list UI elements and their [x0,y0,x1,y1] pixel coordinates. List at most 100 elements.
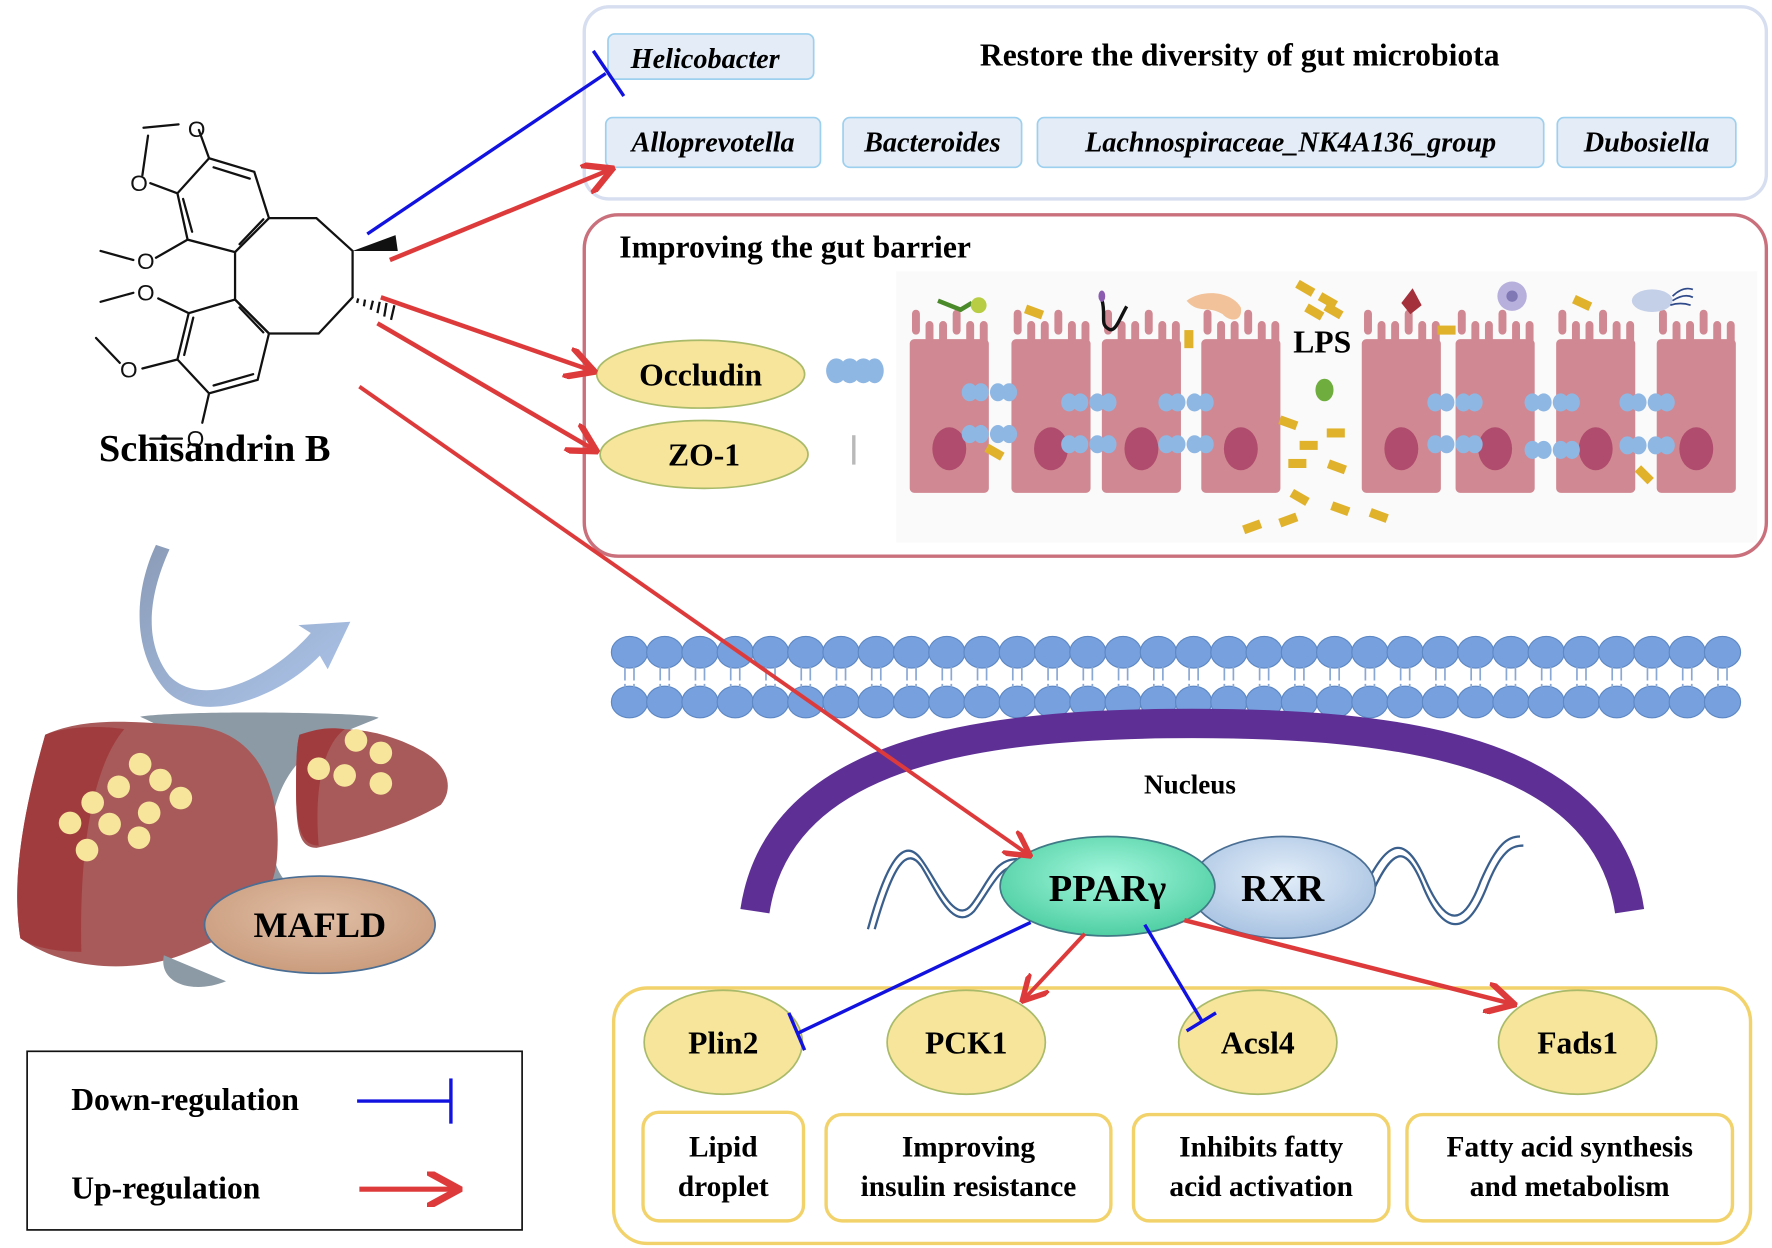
lps-particle-icon [1437,325,1456,335]
schisandrin-b-structure-icon: O O O O O O [94,117,398,452]
legend: Down-regulation Up-regulation [26,1050,523,1231]
phospholipid-icon [1598,635,1636,719]
pparg-label: PPARγ [1049,868,1167,910]
pparg-node [999,835,1216,937]
phospholipid-icon [1668,635,1706,719]
phospholipid-icon [751,635,790,719]
effect-line: Improving [902,1131,1036,1163]
epithelial-cell-icon [1011,309,1091,493]
phospholipid-icon [1316,635,1354,719]
gene-label: Fads1 [1537,1026,1618,1061]
immune-cell-nucleus-icon [1506,290,1518,302]
lps-particle-icon [1304,303,1325,321]
phospholipid-icon [610,635,649,719]
tight-junction-icon [1619,393,1675,412]
epithelial-cell-icon [1361,309,1441,493]
effect-line: Fatty acid synthesis [1447,1131,1693,1163]
taxon-alloprevotella: Alloprevotella [604,116,822,169]
microbiota-title: Restore the diversity of gut microbiota [980,38,1500,73]
gut-barrier-panel: Improving the gut barrier Occludin ZO-1 … [582,213,1769,558]
epithelial-cell-icon [1201,309,1281,493]
lps-particle-icon [1295,279,1316,297]
phospholipid-icon [892,635,931,719]
taxon-label: Dubosiella [1583,127,1710,158]
taxon-helicobacter: Helicobacter [607,33,815,80]
phospholipid-icon [1633,635,1671,719]
phospholipid-icon [1139,635,1178,719]
lps-particle-icon [1330,501,1351,517]
taxon-lachnospiraceae: Lachnospiraceae_NK4A136_group [1036,116,1545,169]
protein-occludin: Occludin [595,339,806,409]
epithelial-cell-icon [1656,309,1736,493]
target-fads1: Fads1 [1497,989,1658,1096]
lipid-droplets-icon [58,729,393,862]
phospholipid-icon [1421,635,1460,719]
phospholipid-icon [1703,635,1742,719]
lps-particle-icon [1299,440,1318,450]
cell-membrane-icon [610,635,1742,719]
up-regulation-fads1 [1183,917,1512,1004]
protein-label: ZO-1 [668,438,740,473]
microbe-icon [1315,378,1334,402]
down-regulation-helicobacter [366,49,626,236]
protein-zo1: ZO-1 [599,419,809,490]
dna-strand-icon [866,835,1524,930]
taxon-label: Helicobacter [630,44,781,75]
nucleus: Nucleus RXR PPARγ [740,708,1645,940]
phospholipid-icon [857,635,895,719]
mafld-label: MAFLD [254,905,387,945]
phospholipid-icon [822,635,860,719]
phospholipid-icon [1457,635,1495,719]
curved-arrow-icon [139,544,351,707]
lps-particle-icon [1326,459,1347,475]
lps-particle-icon [1242,519,1263,535]
microbe-icon [970,297,987,314]
microbe-icon [1631,289,1673,312]
mafld-badge: MAFLD [203,875,436,975]
effect-line: acid activation [1169,1171,1353,1203]
lps-particle-icon [1368,508,1389,523]
effect-fatty-acid-synthesis: Fatty acid synthesis and metabolism [1405,1112,1735,1223]
lps-particle-icon [1572,295,1593,311]
taxon-bacteroides: Bacteroides [842,116,1023,169]
phospholipid-icon [646,635,684,719]
tight-junction-icon [1158,435,1214,454]
microbe-icon [1100,299,1129,332]
tight-junction-icon [1427,393,1483,412]
phospholipid-icon [1492,635,1530,719]
tight-junction-icon [961,425,1018,444]
up-regulation-pck1 [1024,932,1087,1000]
oxygen-atom: O [188,117,206,142]
nucleus-label: Nucleus [1144,770,1236,800]
microbe-icon [1098,290,1106,302]
target-acsl4: Acsl4 [1177,989,1338,1096]
tight-junction-icon [961,383,1018,402]
microbe-icon [1186,293,1242,320]
lps-particle-icon [1278,512,1299,528]
lps-particle-icon [1317,292,1338,310]
phospholipid-icon [963,635,1001,719]
lps-particle-icon [984,443,1005,461]
phospholipid-icon [1245,635,1283,719]
up-regulation-zo1 [376,321,594,450]
nuclear-envelope-icon [740,708,1645,914]
lps-particle-icon [1634,465,1654,485]
phospholipid-icon [1104,635,1142,719]
compound-name: Schisandrin B [99,428,331,470]
effect-line: and metabolism [1470,1171,1670,1203]
taxon-label: Lachnospiraceae_NK4A136_group [1084,127,1496,158]
microbe-icon [1401,288,1422,315]
lps-particle-icon [1288,458,1307,468]
targets-panel: Plin2 PCK1 Acsl4 Fads1 Lipid droplet Imp… [611,986,1753,1246]
tight-junction-icon [1061,435,1117,454]
phospholipid-icon [1174,635,1213,719]
phospholipid-icon [1210,635,1248,719]
target-plin2: Plin2 [643,989,804,1096]
pparg-rxr-complex: RXR PPARγ [999,835,1377,940]
phospholipid-icon [998,635,1036,719]
gut-barrier-title: Improving the gut barrier [619,230,971,265]
oxygen-atom: O [187,427,205,452]
oxygen-atom: O [130,171,148,196]
effect-line: Lipid [689,1131,758,1163]
tight-junction-icon [1427,435,1483,454]
